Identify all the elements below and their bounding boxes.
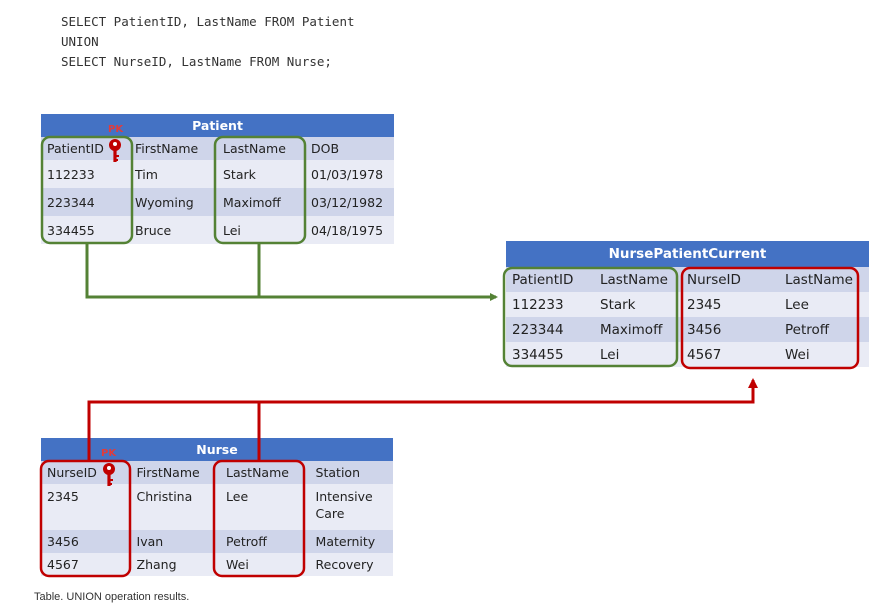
cell: Intensive Care [309, 484, 393, 530]
column-header: FirstName [130, 461, 221, 484]
cell: 2345 [681, 292, 779, 317]
patient-lastname-highlight [213, 135, 307, 245]
table-row: 3456 Ivan Petroff Maternity [41, 530, 393, 553]
cell: Maternity [309, 530, 393, 553]
result-patient-highlight [502, 266, 679, 368]
key-icon [109, 139, 121, 162]
cell: Lee [779, 292, 869, 317]
column-header: Station [309, 461, 393, 484]
sql-line: SELECT PatientID, LastName FROM Patient [61, 14, 355, 29]
cell: 4567 [41, 553, 131, 576]
column-header: LastName [220, 461, 310, 484]
cell: Lei [594, 342, 681, 367]
pk-label: PK [101, 448, 117, 459]
header-row: PatientID FirstName LastName DOB [41, 137, 394, 160]
sql-query: SELECT PatientID, LastName FROM Patient … [61, 12, 355, 72]
patient-id-highlight [40, 135, 134, 245]
cell: Wei [779, 342, 869, 367]
cell: Ivan [130, 530, 221, 553]
table-row: 334455 Bruce Lei 04/18/1975 [41, 216, 394, 244]
pk-label: PK [108, 124, 124, 135]
table-title: NursePatientCurrent [506, 241, 869, 267]
cell: 03/12/1982 [305, 188, 394, 216]
column-header: NurseID [681, 267, 779, 292]
patient-connector-line [85, 243, 498, 301]
column-header: FirstName [129, 137, 217, 160]
table-row: 112233 Stark 2345 Lee [506, 292, 869, 317]
cell: 4567 [681, 342, 779, 367]
column-header: PatientID [41, 137, 129, 160]
cell: Maximoff [217, 188, 305, 216]
cell: Tim [129, 160, 217, 188]
cell: 112233 [506, 292, 594, 317]
cell: 3456 [681, 317, 779, 342]
nurse-id-highlight [39, 459, 132, 578]
header-row: PatientID LastName NurseID LastName [506, 267, 869, 292]
cell: Stark [217, 160, 305, 188]
cell: Petroff [779, 317, 869, 342]
table-row: 334455 Lei 4567 Wei [506, 342, 869, 367]
cell: Maximoff [594, 317, 681, 342]
cell: Bruce [129, 216, 217, 244]
cell: Zhang [130, 553, 221, 576]
column-header: LastName [779, 267, 869, 292]
sql-line: UNION [61, 34, 99, 49]
cell: 01/03/1978 [305, 160, 394, 188]
cell: 3456 [41, 530, 131, 553]
table-row: 4567 Zhang Wei Recovery [41, 553, 393, 576]
table-title: Nurse [41, 438, 393, 461]
cell: Lee [220, 484, 310, 530]
cell: Recovery [309, 553, 393, 576]
cell: 334455 [506, 342, 594, 367]
column-header: DOB [305, 137, 394, 160]
cell: 223344 [41, 188, 129, 216]
cell: Lei [217, 216, 305, 244]
cell: Wyoming [129, 188, 217, 216]
patient-table: Patient PatientID FirstName LastName DOB… [41, 114, 394, 244]
cell: 04/18/1975 [305, 216, 394, 244]
nurse-connector-line [87, 378, 758, 461]
cell: Petroff [220, 530, 310, 553]
nurse-lastname-highlight [212, 459, 306, 578]
cell: 334455 [41, 216, 129, 244]
cell: Wei [220, 553, 310, 576]
sql-line: SELECT NurseID, LastName FROM Nurse; [61, 54, 332, 69]
cell: 223344 [506, 317, 594, 342]
nurse-patient-current-table: NursePatientCurrent PatientID LastName N… [506, 241, 869, 367]
table-row: 223344 Maximoff 3456 Petroff [506, 317, 869, 342]
figure-caption: Table. UNION operation results. [34, 591, 190, 603]
cell: 2345 [41, 484, 131, 530]
cell: Christina [130, 484, 221, 530]
table-row: 2345 Christina Lee Intensive Care [41, 484, 393, 530]
result-nurse-highlight [680, 266, 860, 370]
column-header: PatientID [506, 267, 594, 292]
column-header: LastName [594, 267, 681, 292]
table-title: Patient [41, 114, 394, 137]
column-header: LastName [217, 137, 305, 160]
cell: 112233 [41, 160, 129, 188]
table-row: 223344 Wyoming Maximoff 03/12/1982 [41, 188, 394, 216]
key-icon [103, 463, 115, 486]
cell: Stark [594, 292, 681, 317]
nurse-table: Nurse NurseID FirstName LastName Station… [41, 438, 393, 576]
table-row: 112233 Tim Stark 01/03/1978 [41, 160, 394, 188]
